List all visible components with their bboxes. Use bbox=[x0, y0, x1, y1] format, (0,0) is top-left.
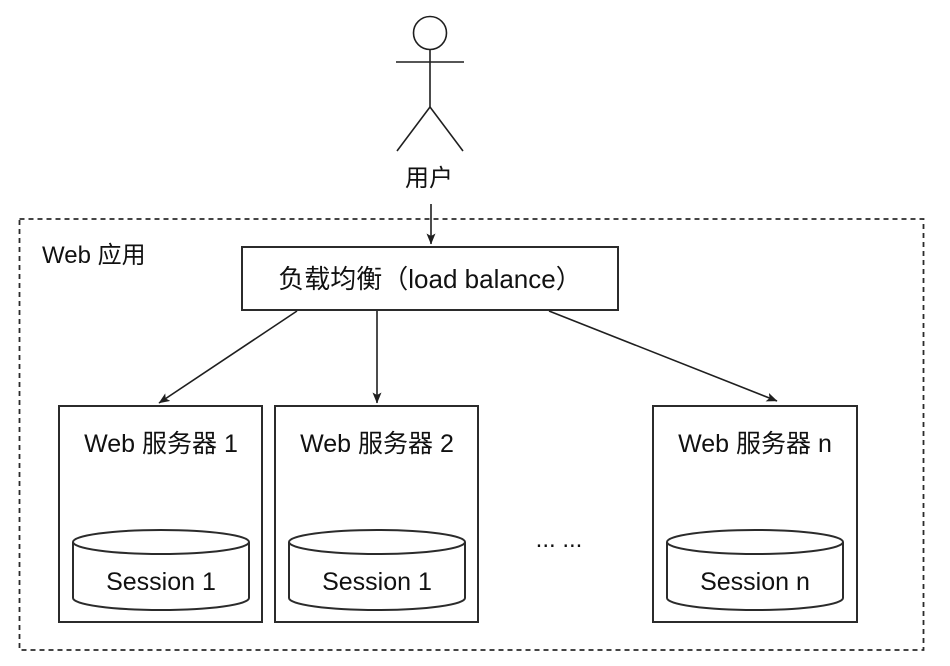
user-actor-icon bbox=[396, 15, 464, 152]
user-actor-label: 用户 bbox=[405, 165, 453, 192]
cylinder-body bbox=[666, 542, 844, 611]
session-db-cylinder-n: Session n bbox=[666, 529, 844, 611]
session-n-label: Session n bbox=[700, 568, 810, 596]
web-app-container-label: Web 应用 bbox=[42, 242, 146, 269]
web-app-container-box bbox=[18, 218, 925, 651]
more-servers-ellipsis: ... ... bbox=[536, 526, 583, 553]
server-node-1: Web 服务器 1 Session 1 bbox=[58, 405, 263, 623]
server-node-n: Web 服务器 n Session n bbox=[652, 405, 858, 623]
load-balancer-label: 负载均衡（load balance） bbox=[278, 264, 581, 294]
server-node-2: Web 服务器 2 Session 1 bbox=[274, 405, 479, 623]
arrow-lb-to-server-n bbox=[548, 310, 778, 402]
actor-head bbox=[412, 15, 448, 51]
load-balancer-box bbox=[241, 246, 619, 311]
server-n-label: Web 服务器 n bbox=[678, 430, 832, 458]
session-db-cylinder-1: Session 1 bbox=[72, 529, 250, 611]
server-1-label: Web 服务器 1 bbox=[84, 430, 238, 458]
session-2-label: Session 1 bbox=[322, 568, 432, 596]
cylinder-body bbox=[72, 542, 250, 611]
arrow-lb-to-server-1 bbox=[158, 310, 298, 404]
server-2-label: Web 服务器 2 bbox=[300, 430, 454, 458]
actor-left-leg bbox=[396, 106, 431, 152]
cylinder-top bbox=[666, 529, 844, 555]
session-1-label: Session 1 bbox=[106, 568, 216, 596]
session-db-cylinder-2: Session 1 bbox=[288, 529, 466, 611]
cylinder-top bbox=[288, 529, 466, 555]
cylinder-body bbox=[288, 542, 466, 611]
actor-right-leg bbox=[429, 106, 464, 152]
cylinder-top bbox=[72, 529, 250, 555]
